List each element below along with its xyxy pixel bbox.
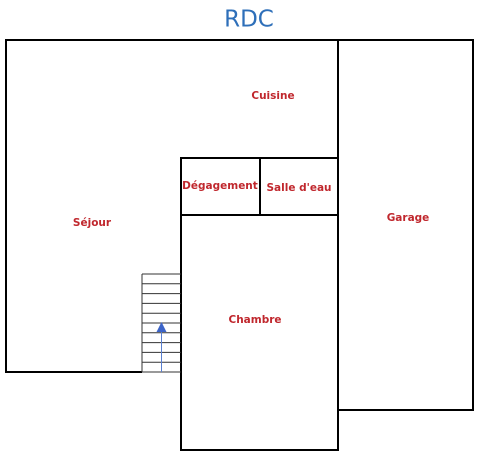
outer-wall-main [5,39,338,373]
wall-chambre [180,214,339,451]
room-label-sejour: Séjour [73,217,112,229]
walls [5,39,474,451]
room-label-cuisine: Cuisine [251,90,294,102]
up-arrow-icon [156,322,167,332]
wall-degagement-salle-deau [180,157,338,215]
room-label-degagement: Dégagement [182,180,258,192]
staircase [141,273,181,373]
room-label-chambre: Chambre [228,314,281,326]
floor-plan-title: RDC [224,7,274,33]
room-label-salle-deau: Salle d'eau [266,182,331,194]
outer-wall-garage [338,39,474,411]
room-label-garage: Garage [387,212,430,224]
